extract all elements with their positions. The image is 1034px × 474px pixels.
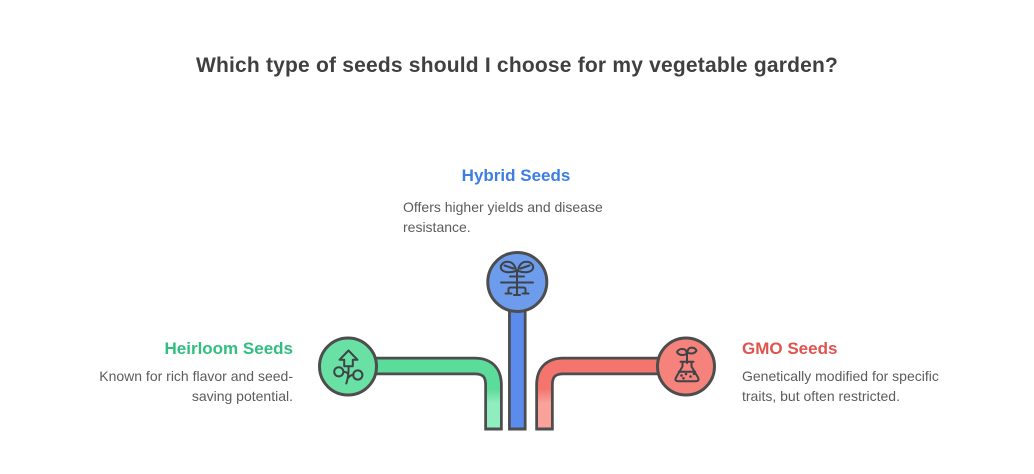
hybrid-seedling-icon xyxy=(499,260,535,296)
hybrid-seeds-heading: Hybrid Seeds xyxy=(461,166,571,185)
page-title: Which type of seeds should I choose for … xyxy=(195,54,839,77)
gmo-seeds-heading: GMO Seeds xyxy=(742,339,838,358)
hybrid-seeds-section: Hybrid Seeds Offers higher yields and di… xyxy=(403,165,629,237)
heirloom-seeds-heading: Heirloom Seeds xyxy=(164,339,294,358)
gmo-flask-bubbles xyxy=(680,372,696,380)
gmo-flask-icon xyxy=(674,346,700,383)
heirloom-seeds-description: Known for rich flavor and seed-saving po… xyxy=(99,368,293,404)
gmo-seeds-section: GMO Seeds Genetically modified for speci… xyxy=(742,338,974,406)
gmo-pipe xyxy=(538,359,684,428)
heirloom-pipe xyxy=(350,359,500,428)
hybrid-seeds-description: Offers higher yields and disease resista… xyxy=(403,199,603,235)
gmo-node-circle xyxy=(656,336,716,397)
heirloom-seeds-section: Heirloom Seeds Known for rich flavor and… xyxy=(75,338,293,406)
heirloom-growth-icon xyxy=(333,349,364,385)
gmo-seeds-description: Genetically modified for specific traits… xyxy=(742,368,939,404)
